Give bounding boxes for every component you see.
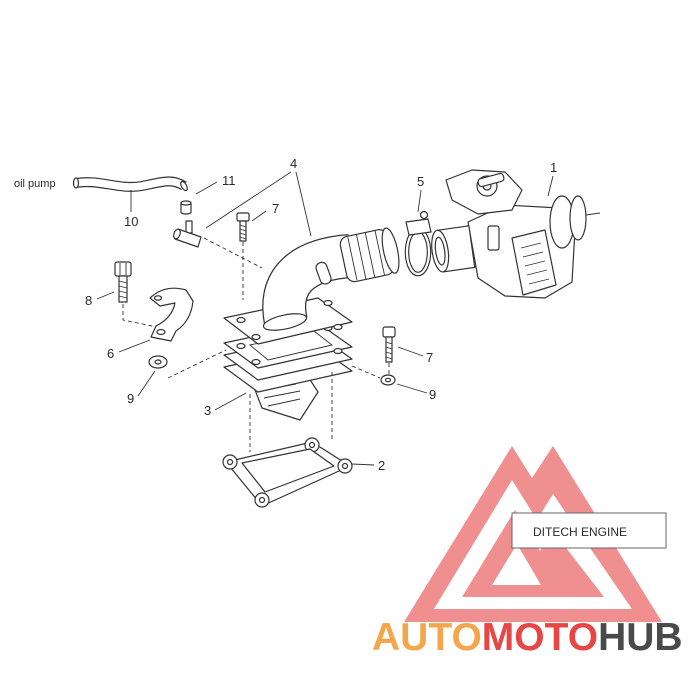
bolt-left-part xyxy=(114,261,132,303)
oil-pump-label: oil pump xyxy=(14,178,56,190)
callout-1: 1 xyxy=(550,160,557,175)
watermark-auto: AUTO xyxy=(372,616,482,659)
bolt-right-part xyxy=(382,326,396,363)
callout-5: 5 xyxy=(417,174,424,189)
watermark-triangle-core xyxy=(462,510,604,597)
cap-part xyxy=(180,200,192,215)
callout-9-right: 9 xyxy=(429,387,436,402)
callout-6: 6 xyxy=(107,346,114,361)
engine-info-text: DITECH ENGINE xyxy=(533,525,627,539)
oil-hose-part xyxy=(72,176,188,192)
callout-10: 10 xyxy=(124,214,138,229)
callout-9-left: 9 xyxy=(127,391,134,406)
oil-fitting-part xyxy=(173,220,202,248)
intake-elbow-part xyxy=(223,227,400,345)
watermark-hub: HUB xyxy=(598,616,683,659)
washer-left-part xyxy=(148,355,168,369)
watermark-triangle-center xyxy=(492,544,541,585)
reed-valve-part xyxy=(223,322,353,421)
gasket-part xyxy=(222,437,353,508)
callout-4: 4 xyxy=(290,156,297,171)
throttle-body-part xyxy=(431,169,601,299)
washer-right-part xyxy=(380,374,396,386)
watermark-wordmark: AUTOMOTOHUB xyxy=(372,616,683,659)
engine-info-box: DITECH ENGINE xyxy=(511,512,667,549)
leader-lines xyxy=(96,171,554,466)
callout-8: 8 xyxy=(85,293,92,308)
assembly-dashed-lines xyxy=(122,237,390,452)
callout-11: 11 xyxy=(222,173,236,188)
callout-3: 3 xyxy=(204,403,211,418)
callout-7-top: 7 xyxy=(272,201,279,216)
callout-2: 2 xyxy=(378,458,385,473)
bolt-top-part xyxy=(236,212,250,242)
callout-7-right: 7 xyxy=(426,350,433,365)
clamp-part xyxy=(404,210,432,277)
watermark-moto: MOTO xyxy=(482,616,598,659)
bracket-part xyxy=(149,287,194,342)
